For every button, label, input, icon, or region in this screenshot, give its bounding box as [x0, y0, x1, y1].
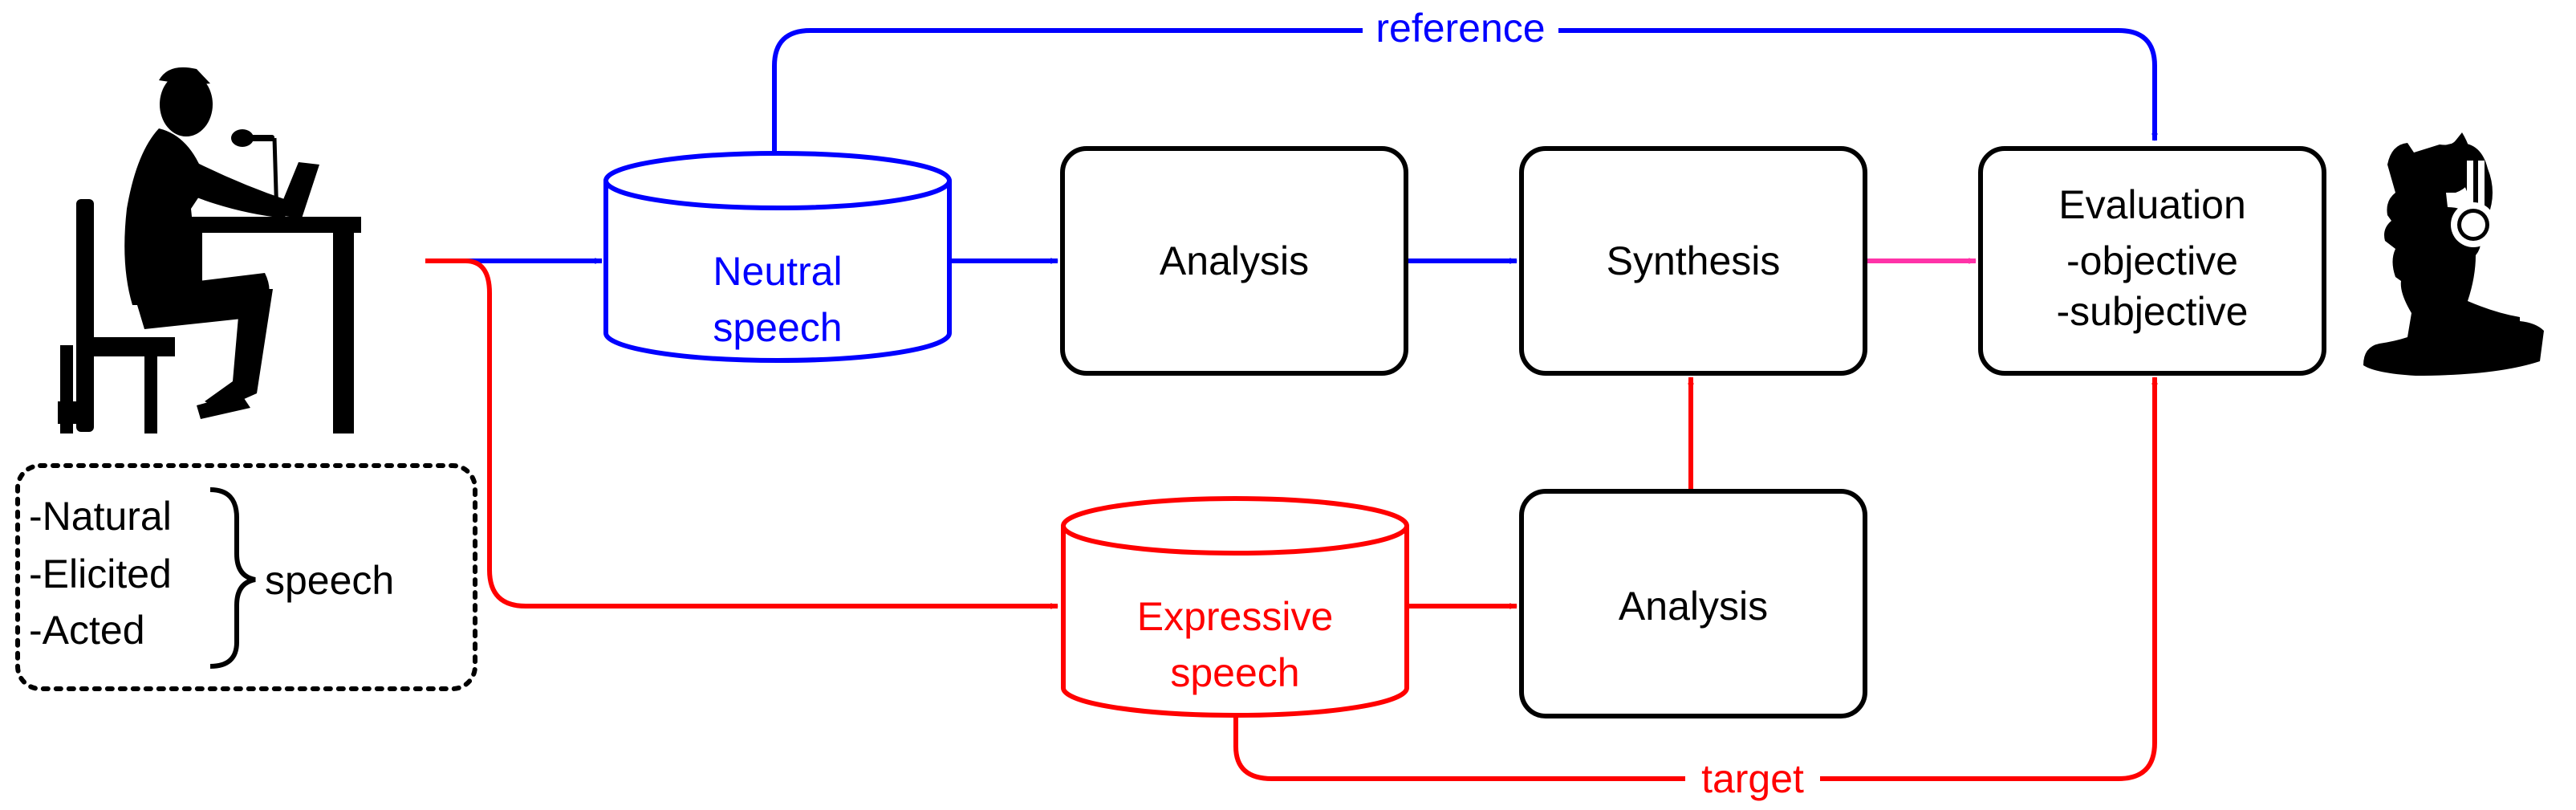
speech-types-panel: -Natural -Elicited -Acted speech [15, 463, 477, 691]
target-edge-label: target [1685, 756, 1820, 801]
neutral-db-label-line1: Neutral [713, 249, 842, 294]
neutral-db-label-line2: speech [713, 305, 842, 350]
speech-type-natural: -Natural [29, 494, 172, 539]
evaluation-box: Evaluation -objective -subjective [1978, 146, 2326, 376]
neutral-speech-database: Neutral speech [603, 151, 952, 363]
evaluation-label: Evaluation [2058, 182, 2246, 227]
expressive-db-label-line2: speech [1170, 650, 1299, 695]
speech-type-elicited: -Elicited [29, 552, 172, 596]
reference-edge-label: reference [1363, 6, 1558, 51]
analysis-bottom-label: Analysis [1619, 584, 1768, 629]
target-label: target [1701, 756, 1804, 801]
target-line [1233, 377, 2158, 781]
listener-with-headphones-icon [2363, 132, 2544, 376]
analysis-top-box: Analysis [1060, 146, 1408, 376]
arrow-to-expressive [465, 258, 1058, 609]
synthesis-box: Synthesis [1519, 146, 1867, 376]
analysis-bottom-box: Analysis [1519, 489, 1867, 718]
curly-brace [209, 487, 256, 669]
synthesis-label: Synthesis [1607, 238, 1781, 283]
speech-group-label: speech [265, 558, 394, 603]
speaker-at-desk-icon [58, 67, 361, 433]
expressive-speech-database: Expressive speech [1061, 496, 1409, 718]
evaluation-objective-label: -objective [2066, 238, 2238, 283]
expressive-db-label-line1: Expressive [1137, 594, 1334, 639]
evaluation-subjective-label: -subjective [2057, 289, 2249, 334]
reference-label: reference [1375, 6, 1545, 51]
analysis-top-label: Analysis [1160, 238, 1309, 283]
speech-type-acted: -Acted [29, 608, 145, 653]
